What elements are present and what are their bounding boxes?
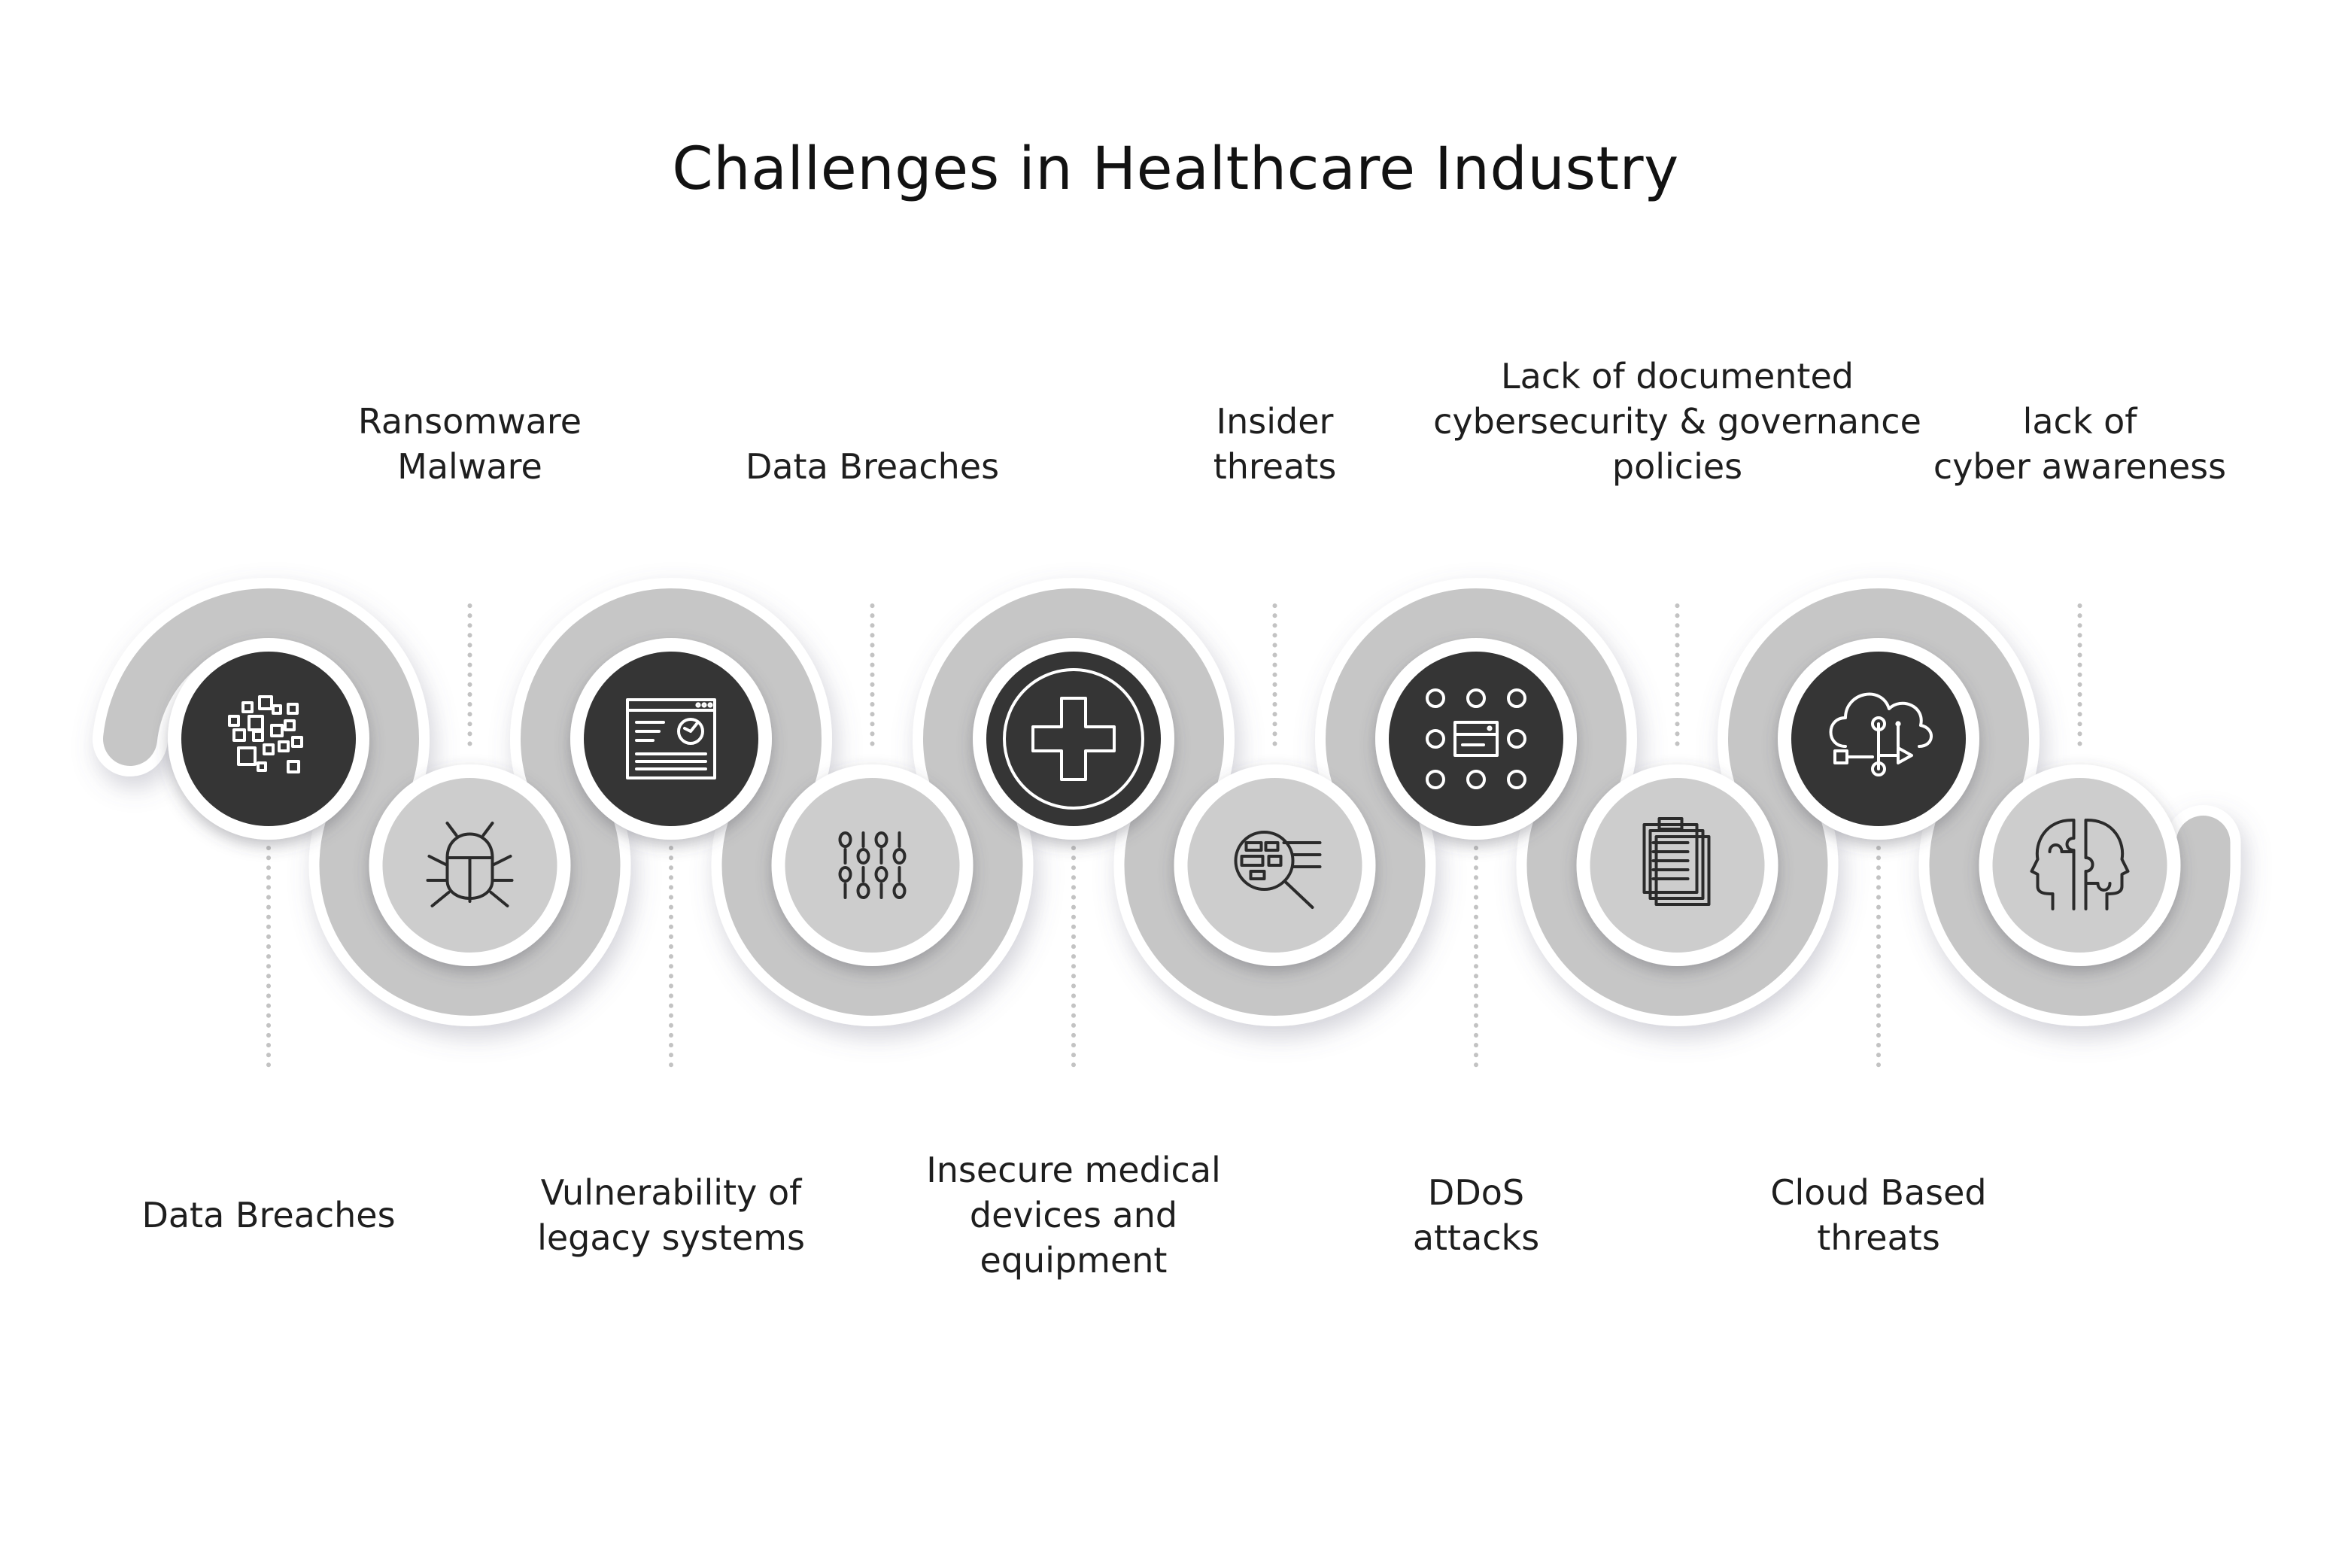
challenge-label-line: threats (1817, 1217, 1940, 1258)
challenge-label-line: cyber awareness (1933, 446, 2227, 487)
wave-band-path (103, 588, 2231, 1016)
node-disc (181, 652, 356, 826)
wave-band (103, 588, 2231, 1016)
connector-lines (266, 603, 2082, 1076)
binary-digits-icon (838, 831, 907, 899)
node-disc (785, 778, 960, 953)
clipboard-documents-icon (1642, 817, 1711, 906)
challenge-nodes (168, 638, 2181, 966)
challenge-label-line: equipment (980, 1240, 1168, 1281)
challenge-label-line: policies (1611, 446, 1743, 487)
challenge-label-line: Ransomware (357, 401, 582, 442)
challenge-node (1979, 764, 2181, 966)
challenge-node (973, 638, 1174, 840)
page-title: Challenges in Healthcare Industry (672, 135, 1679, 203)
node-disc (1389, 652, 1563, 826)
challenge-label-line: lack of (2022, 401, 2137, 442)
head-puzzle-icon (2030, 819, 2130, 910)
challenge-label-line: DDoS (1427, 1172, 1525, 1213)
challenge-label-line: attacks (1412, 1217, 1540, 1258)
challenge-label-line: cybersecurity & governance (1433, 401, 1921, 442)
challenge-label-line: threats (1213, 446, 1337, 487)
challenge-label-line: Data Breaches (745, 446, 1000, 487)
challenge-node (1576, 764, 1778, 966)
scattered-squares-icon (228, 695, 303, 773)
browser-window-icon (626, 698, 716, 779)
challenge-label-line: legacy systems (537, 1217, 805, 1258)
challenge-label: Data Breaches (594, 444, 1151, 489)
server-network-icon (1426, 688, 1526, 789)
challenge-label-line: Data Breaches (141, 1195, 396, 1235)
challenge-node (1375, 638, 1577, 840)
challenge-node (369, 764, 571, 966)
challenge-label-line: Insecure medical (926, 1150, 1221, 1190)
magnifier-inspection-icon (1234, 831, 1322, 909)
challenge-label: Insecure medical devices and equipment (795, 1147, 1352, 1283)
challenge-label-line: Vulnerability of (540, 1172, 802, 1213)
challenge-label-line: Malware (397, 446, 542, 487)
challenge-node (168, 638, 369, 840)
challenge-node (570, 638, 772, 840)
bug-icon (426, 822, 514, 907)
challenge-label-line: Insider (1216, 401, 1334, 442)
challenge-label-line: Cloud Based (1770, 1172, 1987, 1213)
node-disc (986, 652, 1161, 826)
cloud-workflow-icon (1829, 692, 1933, 776)
challenge-label-line: devices and (969, 1195, 1178, 1235)
challenge-node (771, 764, 974, 966)
challenge-label-line: Lack of documented (1501, 356, 1854, 397)
challenge-node (1778, 638, 1979, 840)
node-disc (1590, 778, 1765, 953)
node-disc (584, 652, 758, 826)
medical-cross-icon (1003, 668, 1144, 810)
challenge-label: Data Breaches (0, 1193, 547, 1238)
challenge-node (1174, 764, 1376, 966)
node-disc (1992, 778, 2167, 953)
